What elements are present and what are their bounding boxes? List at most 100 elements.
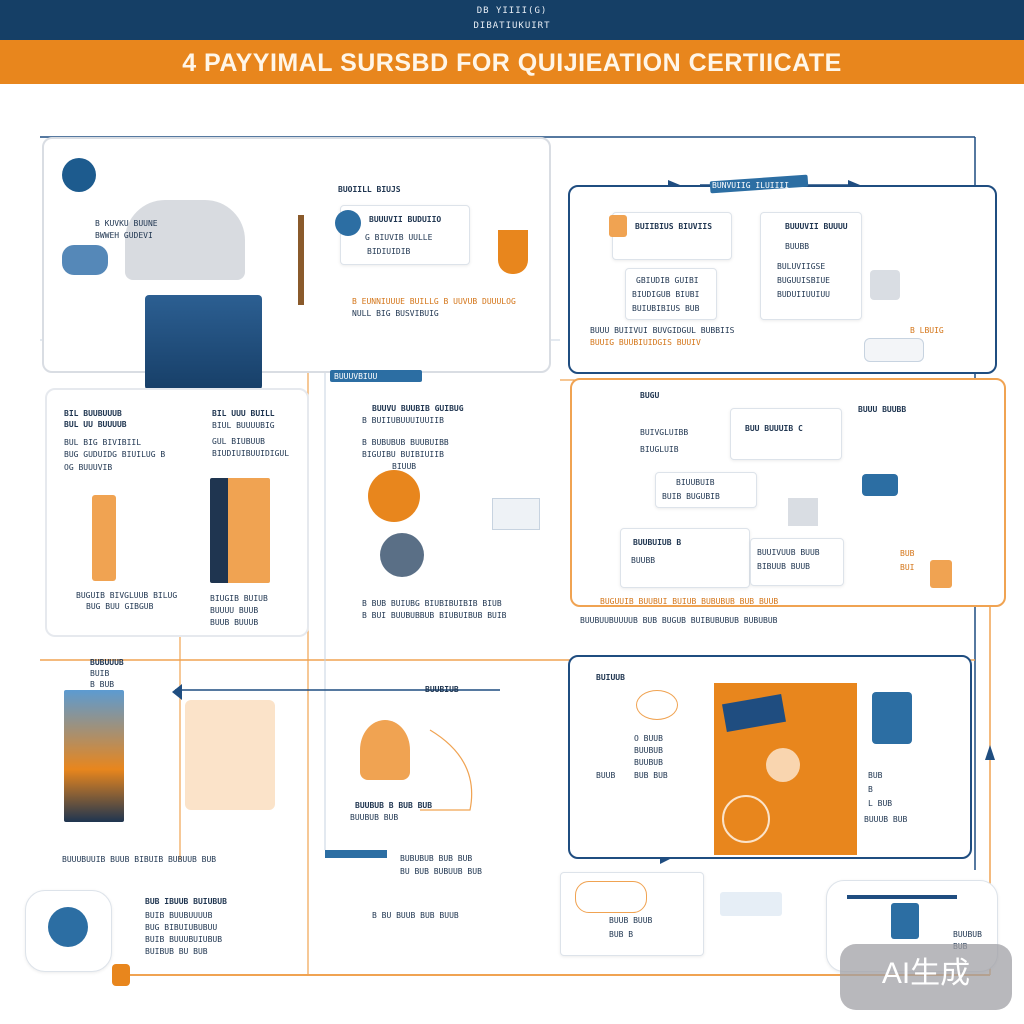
bag-icon <box>930 560 952 588</box>
top-right-card2-line2: BUUBB <box>785 242 810 251</box>
bowl-icon <box>360 720 410 780</box>
mid-left-right-5: BIUGIB BUIUB <box>210 594 268 603</box>
top-right-card3-line3: BUIUBIBIUS BUB <box>632 304 700 313</box>
bottom-right-right-4: BUUUB BUB <box>864 815 908 824</box>
mid-center-line-1: BUUVU BUUBIB GUIBUG <box>372 404 464 413</box>
top-right-card-2: BUUUVII BUUUU BUUBB BULUVIIGSE BUGUUISBI… <box>760 212 862 320</box>
mid-left-right-7: BUUB BUUUB <box>210 618 259 627</box>
mid-right-card-2: BIUUBUIB BUIB BUGUBIB <box>655 472 757 508</box>
mid-center-note-1: B BUB BUIUBG BIUBIBUIBIB BIUB <box>362 599 502 608</box>
chart-icon <box>492 498 540 530</box>
lab-illustration <box>714 683 857 855</box>
top-right-card2-title: BUUUVII BUUUU <box>785 222 848 231</box>
top-right-card-3: GBIUDIB GUIBI BIUDIGUB BIUBI BUIUBIBIUS … <box>625 268 717 320</box>
bottom-left-text-5: BUIBUB BU BUB <box>145 947 208 956</box>
rail-icon <box>847 895 957 899</box>
bottom-center-tag: BUUBIUB <box>425 685 459 694</box>
mid-left-line-5: OG BUUUVIB <box>64 463 113 472</box>
mid-center-line-5: BIUUB <box>392 462 417 471</box>
top-banner-line2: DIBATIUKUIRT <box>473 21 551 31</box>
bottom-left-text-3: BUG BIBUIUBUBUU <box>145 923 218 932</box>
mid-center-line-2: B BUIIUBUUUIUUIIB <box>362 416 444 425</box>
keyboard-icon <box>720 892 782 916</box>
bottom-left-line-2: BUIB <box>90 669 110 678</box>
mid-right-card4-line1: BUUIVUUB BUUB <box>757 548 820 557</box>
top-right-card3-line2: BIUDIGUB BIUBI <box>632 290 700 299</box>
mid-right-top-2: BUUU BUUBB <box>858 405 907 414</box>
bottom-right-line-3: BUUBUB <box>634 758 663 767</box>
mid-right-card4-line2: BIBUUB BUUB <box>757 562 810 571</box>
mid-right-card3-line1: BUUBUIUB B <box>633 538 682 547</box>
top-right-card-1: BUIIBIUS BIUVIIS <box>609 212 732 260</box>
mid-right-card-1: BUU BUUUIB C <box>730 408 842 460</box>
bottom-right-right-2: B <box>868 785 873 794</box>
classroom-illustration <box>185 700 275 810</box>
compass-icon <box>380 533 424 577</box>
microscope-icon <box>722 694 786 732</box>
book-icon <box>62 245 108 275</box>
mid-center-line-3: B BUBUBUB BUUBUIBB <box>362 438 449 447</box>
mid-left-line-4: BUG GUDUIDG BIUILUG B <box>64 450 166 459</box>
bottom-left-note-1: BUUUBUUIB BUUB BIBUIB BUBUUB BUB <box>62 855 217 864</box>
bottom-right-card: BUUB BUUB BUB B <box>560 872 704 956</box>
clock-icon <box>368 470 420 522</box>
box-icon <box>788 498 818 526</box>
bottom-left-line-3: B BUB <box>90 680 115 689</box>
rocket-icon <box>48 907 88 947</box>
bottom-center-note-3: BUBUBUB BUB BUB <box>400 854 473 863</box>
top-left-card-title: BUUUVII BUDUIIO <box>369 215 442 224</box>
bottom-right-line-2: BUUBUB <box>634 746 663 755</box>
bottom-left-text-4: BUIB BUUUBUIUBUB <box>145 935 223 944</box>
top-banner-line1: DB YIIII(G) <box>476 6 548 16</box>
top-banner: DB YIIII(G) DIBATIUKUIRT <box>0 0 1024 40</box>
top-right-tag: BUNVUIIG ILUIIII <box>712 181 790 190</box>
top-right-note-2: BUUIG BUUBIUIDGIS BUUIV <box>590 338 701 347</box>
pin-icon <box>112 964 130 986</box>
top-right-card2-line5: BUDUIIUUIUU <box>777 290 830 299</box>
mid-right-line-2: BUIVGLUIBB <box>640 428 689 437</box>
globe-icon <box>62 158 96 192</box>
lightbulb-icon <box>636 690 678 720</box>
mid-left-right-2: BIUL BUUUUBIG <box>212 421 275 430</box>
bottom-center-note-1: BUUBUB B BUB BUB <box>355 801 433 810</box>
mid-left-right-6: BUUUU BUUB <box>210 606 259 615</box>
world-map-icon <box>125 200 245 280</box>
top-left-note-1: B EUNNIUUUE BUILLG B UUVUB DUUULOG <box>352 297 516 306</box>
mid-left-right-3: GUL BIUBUUB <box>212 437 265 446</box>
ai-generated-badge: AI生成 <box>840 944 1012 1010</box>
bottom-center-note-4: BU BUB BUBUUB BUB <box>400 867 482 876</box>
bottom-left-text-1: BUB IBUUB BUIUBUB <box>145 897 227 906</box>
tools-icon <box>862 474 898 496</box>
gear-icon <box>335 210 361 236</box>
mid-right-note-1: BUGUUIB BUUBUI BUIUB BUBUBUB BUB BUUB <box>600 597 779 606</box>
mid-right-top-1: BUGU <box>640 391 660 400</box>
mid-center-note-2: B BUI BUUBUBBUB BIUBUIBUB BUIB <box>362 611 507 620</box>
mid-right-card3-line2: BUUBB <box>631 556 656 565</box>
title-bar: 4 PAYYIMAL SURSBD FOR QUIJIEATION CERTII… <box>0 40 1024 84</box>
bottom-right-corner-text1: BUUBUB <box>953 930 982 939</box>
mid-right-card-4: BUUIVUUB BUUB BIBUUB BUUB <box>750 538 844 586</box>
mid-left-right-4: BIUDIUIBUUIDIGUL <box>212 449 290 458</box>
bottom-center-note-5: B BU BUUB BUB BUUB <box>372 911 459 920</box>
mid-right-note-2: BUUBUUBUUUUB BUB BUGUB BUIBUBUBUB BUBUBU… <box>580 616 778 625</box>
bottom-center-note-2: BUUBUB BUB <box>350 813 399 822</box>
top-right-card3-line1: GBIUDIB GUIBI <box>636 276 699 285</box>
bottom-right-line-4: BUUB <box>596 771 616 780</box>
mid-right-card1-text: BUU BUUUIB C <box>745 424 803 433</box>
bottom-left-text-2: BUIB BUUBUUUUB <box>145 911 213 920</box>
bottom-right-card-line1: BUUB BUUB <box>609 916 653 925</box>
mid-left-heading-1: BIL BUUBUUUB <box>64 409 122 418</box>
bottom-right-card-line2: BUB B <box>609 930 634 939</box>
top-right-card2-line3: BULUVIIGSE <box>777 262 826 271</box>
mid-center-line-4: BIGUIBU BUIBIUIIB <box>362 450 444 459</box>
top-right-card2-line4: BUGUUISBIUE <box>777 276 830 285</box>
top-left-note-2: NULL BIG BUSVIBUIG <box>352 309 439 318</box>
mid-left-bottom-2: BUG BUU GIBGUB <box>86 602 154 611</box>
flask-icon <box>766 748 800 782</box>
ruler-icon <box>325 850 387 858</box>
top-left-card-line2: G BIUVIB UULLE <box>365 233 433 242</box>
top-right-side: B LBUIG <box>910 326 944 335</box>
books-icon <box>210 478 270 583</box>
panel-top-left <box>42 137 551 373</box>
tray-icon <box>864 338 924 362</box>
